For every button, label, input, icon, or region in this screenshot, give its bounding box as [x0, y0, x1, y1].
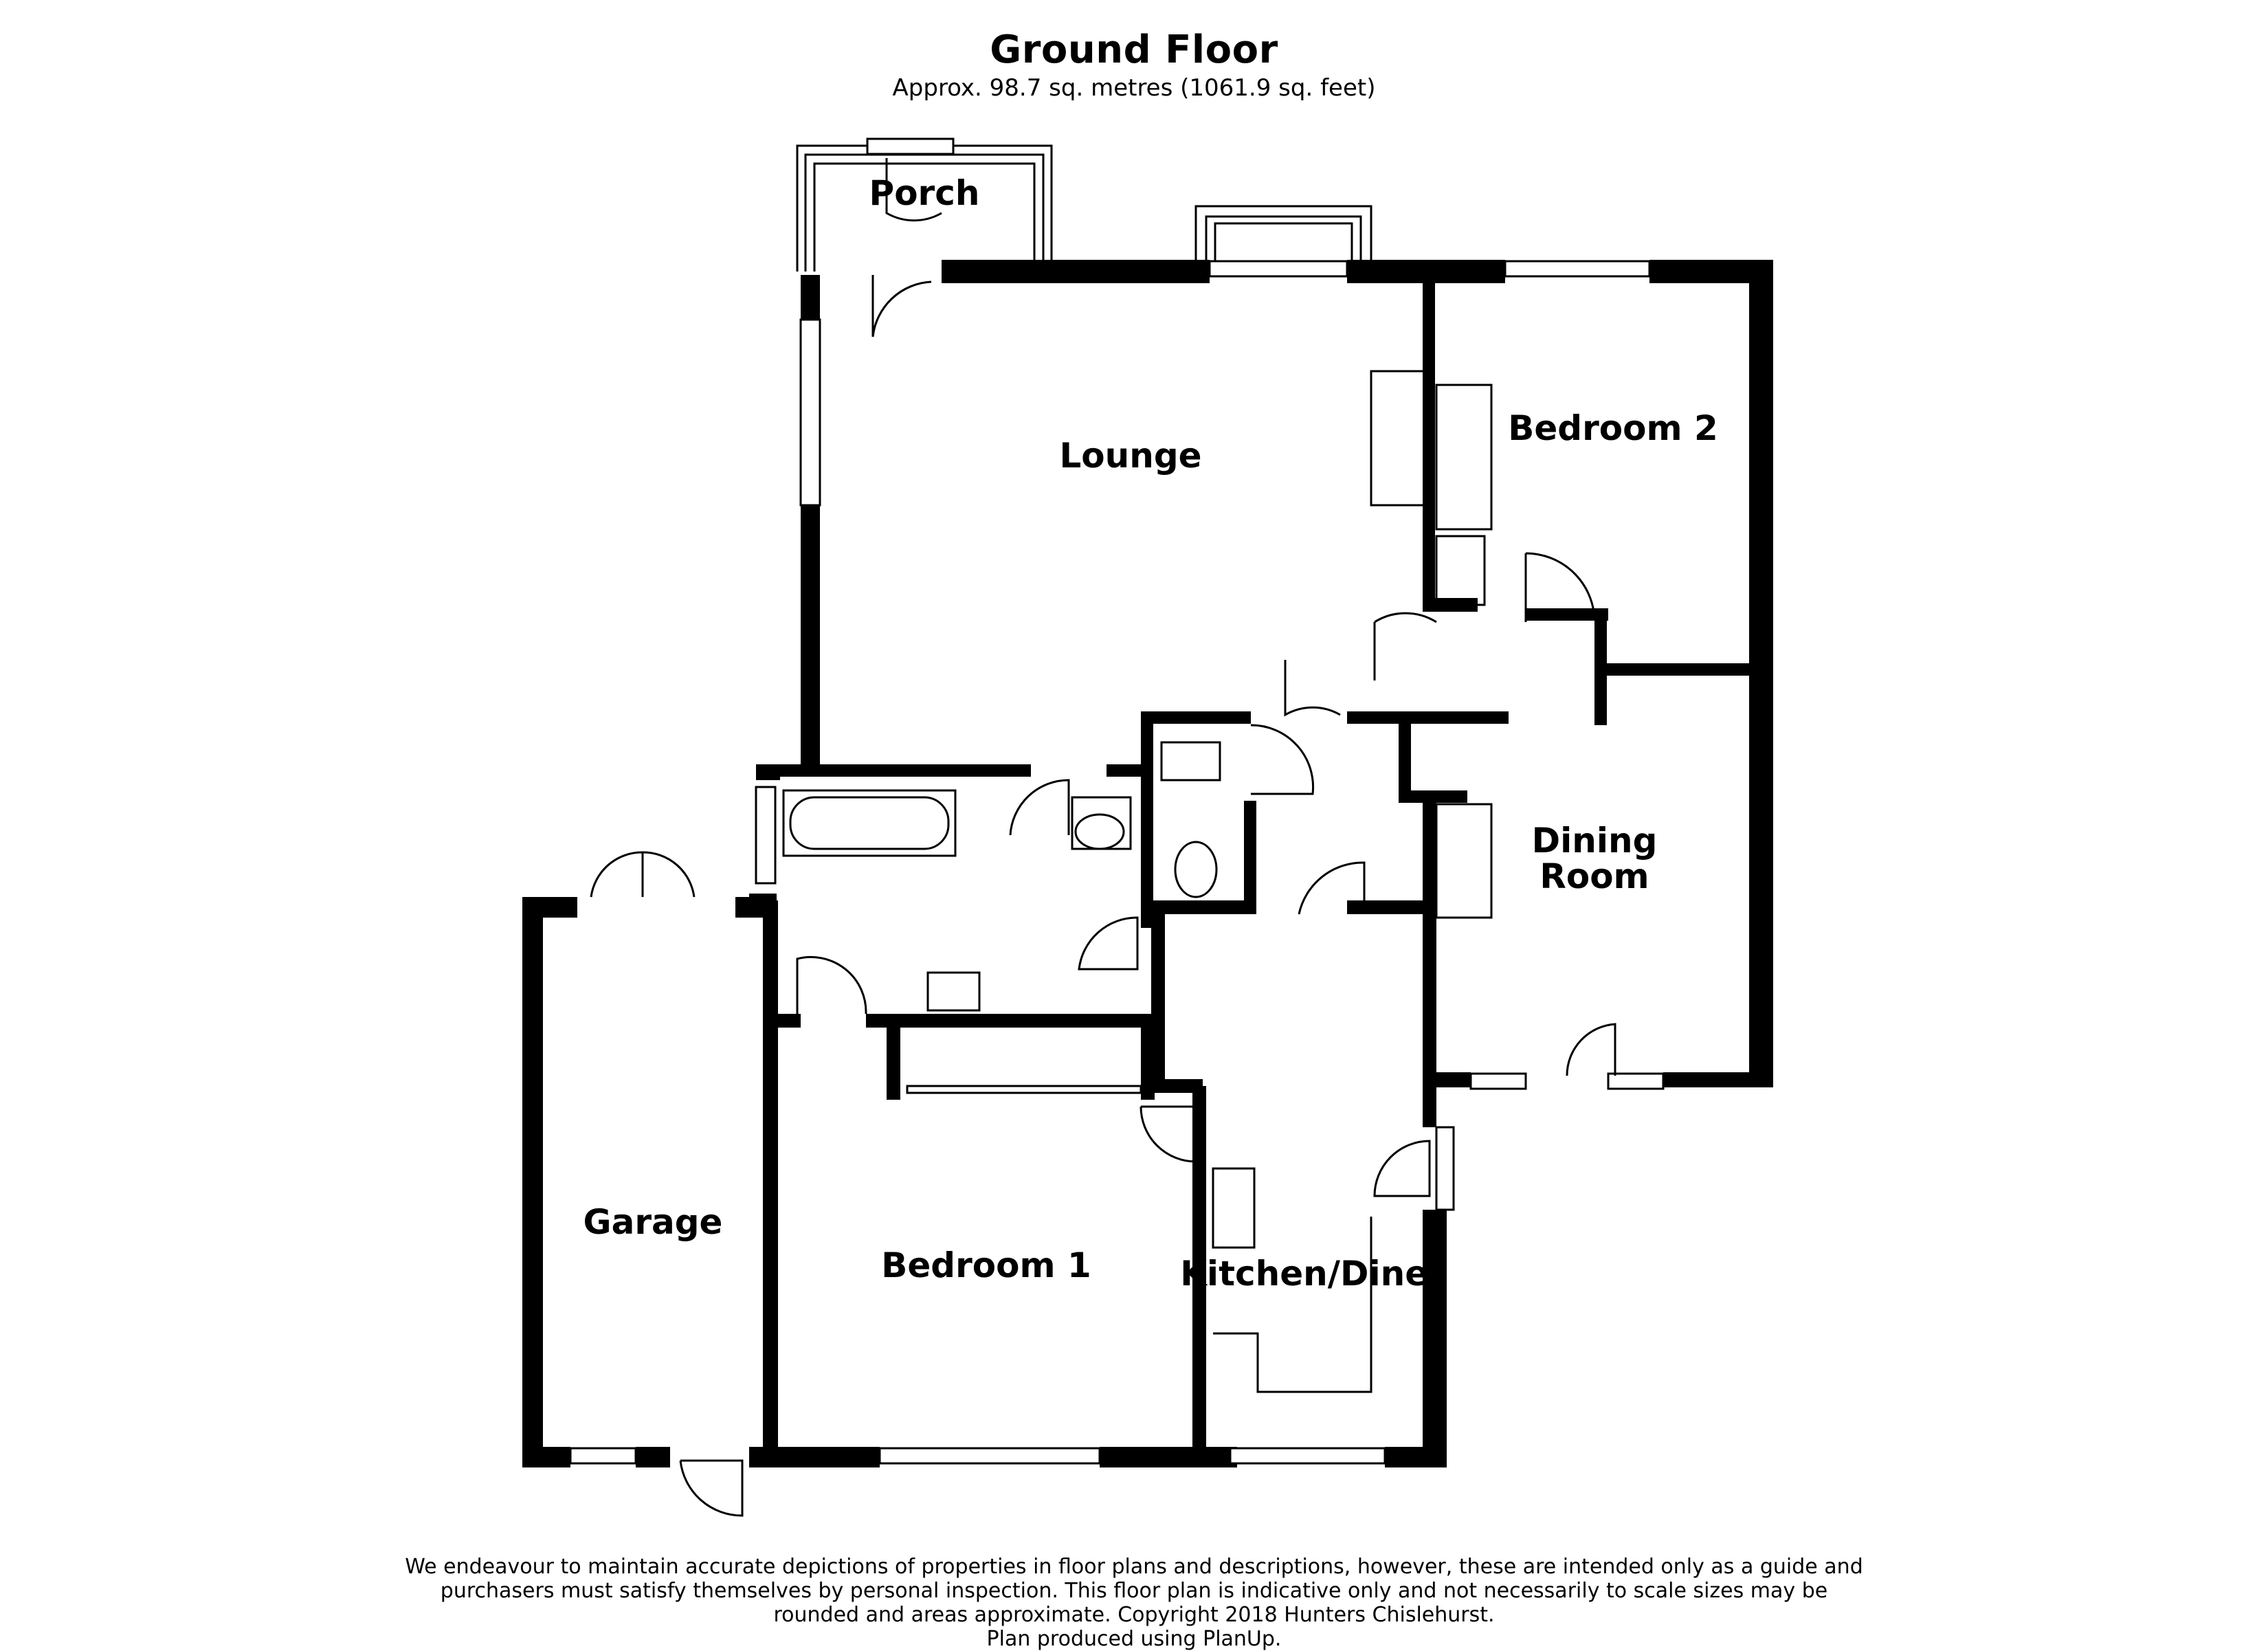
windows: [569, 260, 1665, 1465]
disclaimer-line-2: purchasers must satisfy themselves by pe…: [440, 1579, 1828, 1603]
walls: [522, 260, 1773, 1467]
disclaimer-line-3: rounded and areas approximate. Copyright…: [773, 1603, 1495, 1627]
lounge-label: Lounge: [1059, 436, 1201, 476]
porch-label: Porch: [869, 173, 980, 213]
kitchen-label: Kitchen/Diner: [1180, 1254, 1445, 1294]
porch-structure: [796, 137, 1053, 272]
plan-area: Approx. 98.7 sq. metres (1061.9 sq. feet…: [892, 74, 1376, 102]
bay-window: [1194, 205, 1372, 261]
dining-label-line1: Dining: [1532, 821, 1658, 861]
plan-title: Ground Floor: [990, 27, 1278, 72]
doors: [590, 158, 1616, 1517]
disclaimer: We endeavour to maintain accurate depict…: [371, 1555, 1897, 1651]
dining-label-line2: Room: [1539, 856, 1649, 896]
fixtures: [782, 370, 1493, 1393]
garage-label: Garage: [583, 1202, 723, 1242]
disclaimer-line-1: We endeavour to maintain accurate depict…: [405, 1555, 1863, 1579]
disclaimer-line-4: Plan produced using PlanUp.: [986, 1627, 1282, 1651]
room-labels: Porch Lounge Bedroom 2 Dining Room Garag…: [583, 173, 1718, 1294]
bedroom1-label: Bedroom 1: [881, 1245, 1091, 1285]
bedroom2-label: Bedroom 2: [1508, 408, 1717, 448]
